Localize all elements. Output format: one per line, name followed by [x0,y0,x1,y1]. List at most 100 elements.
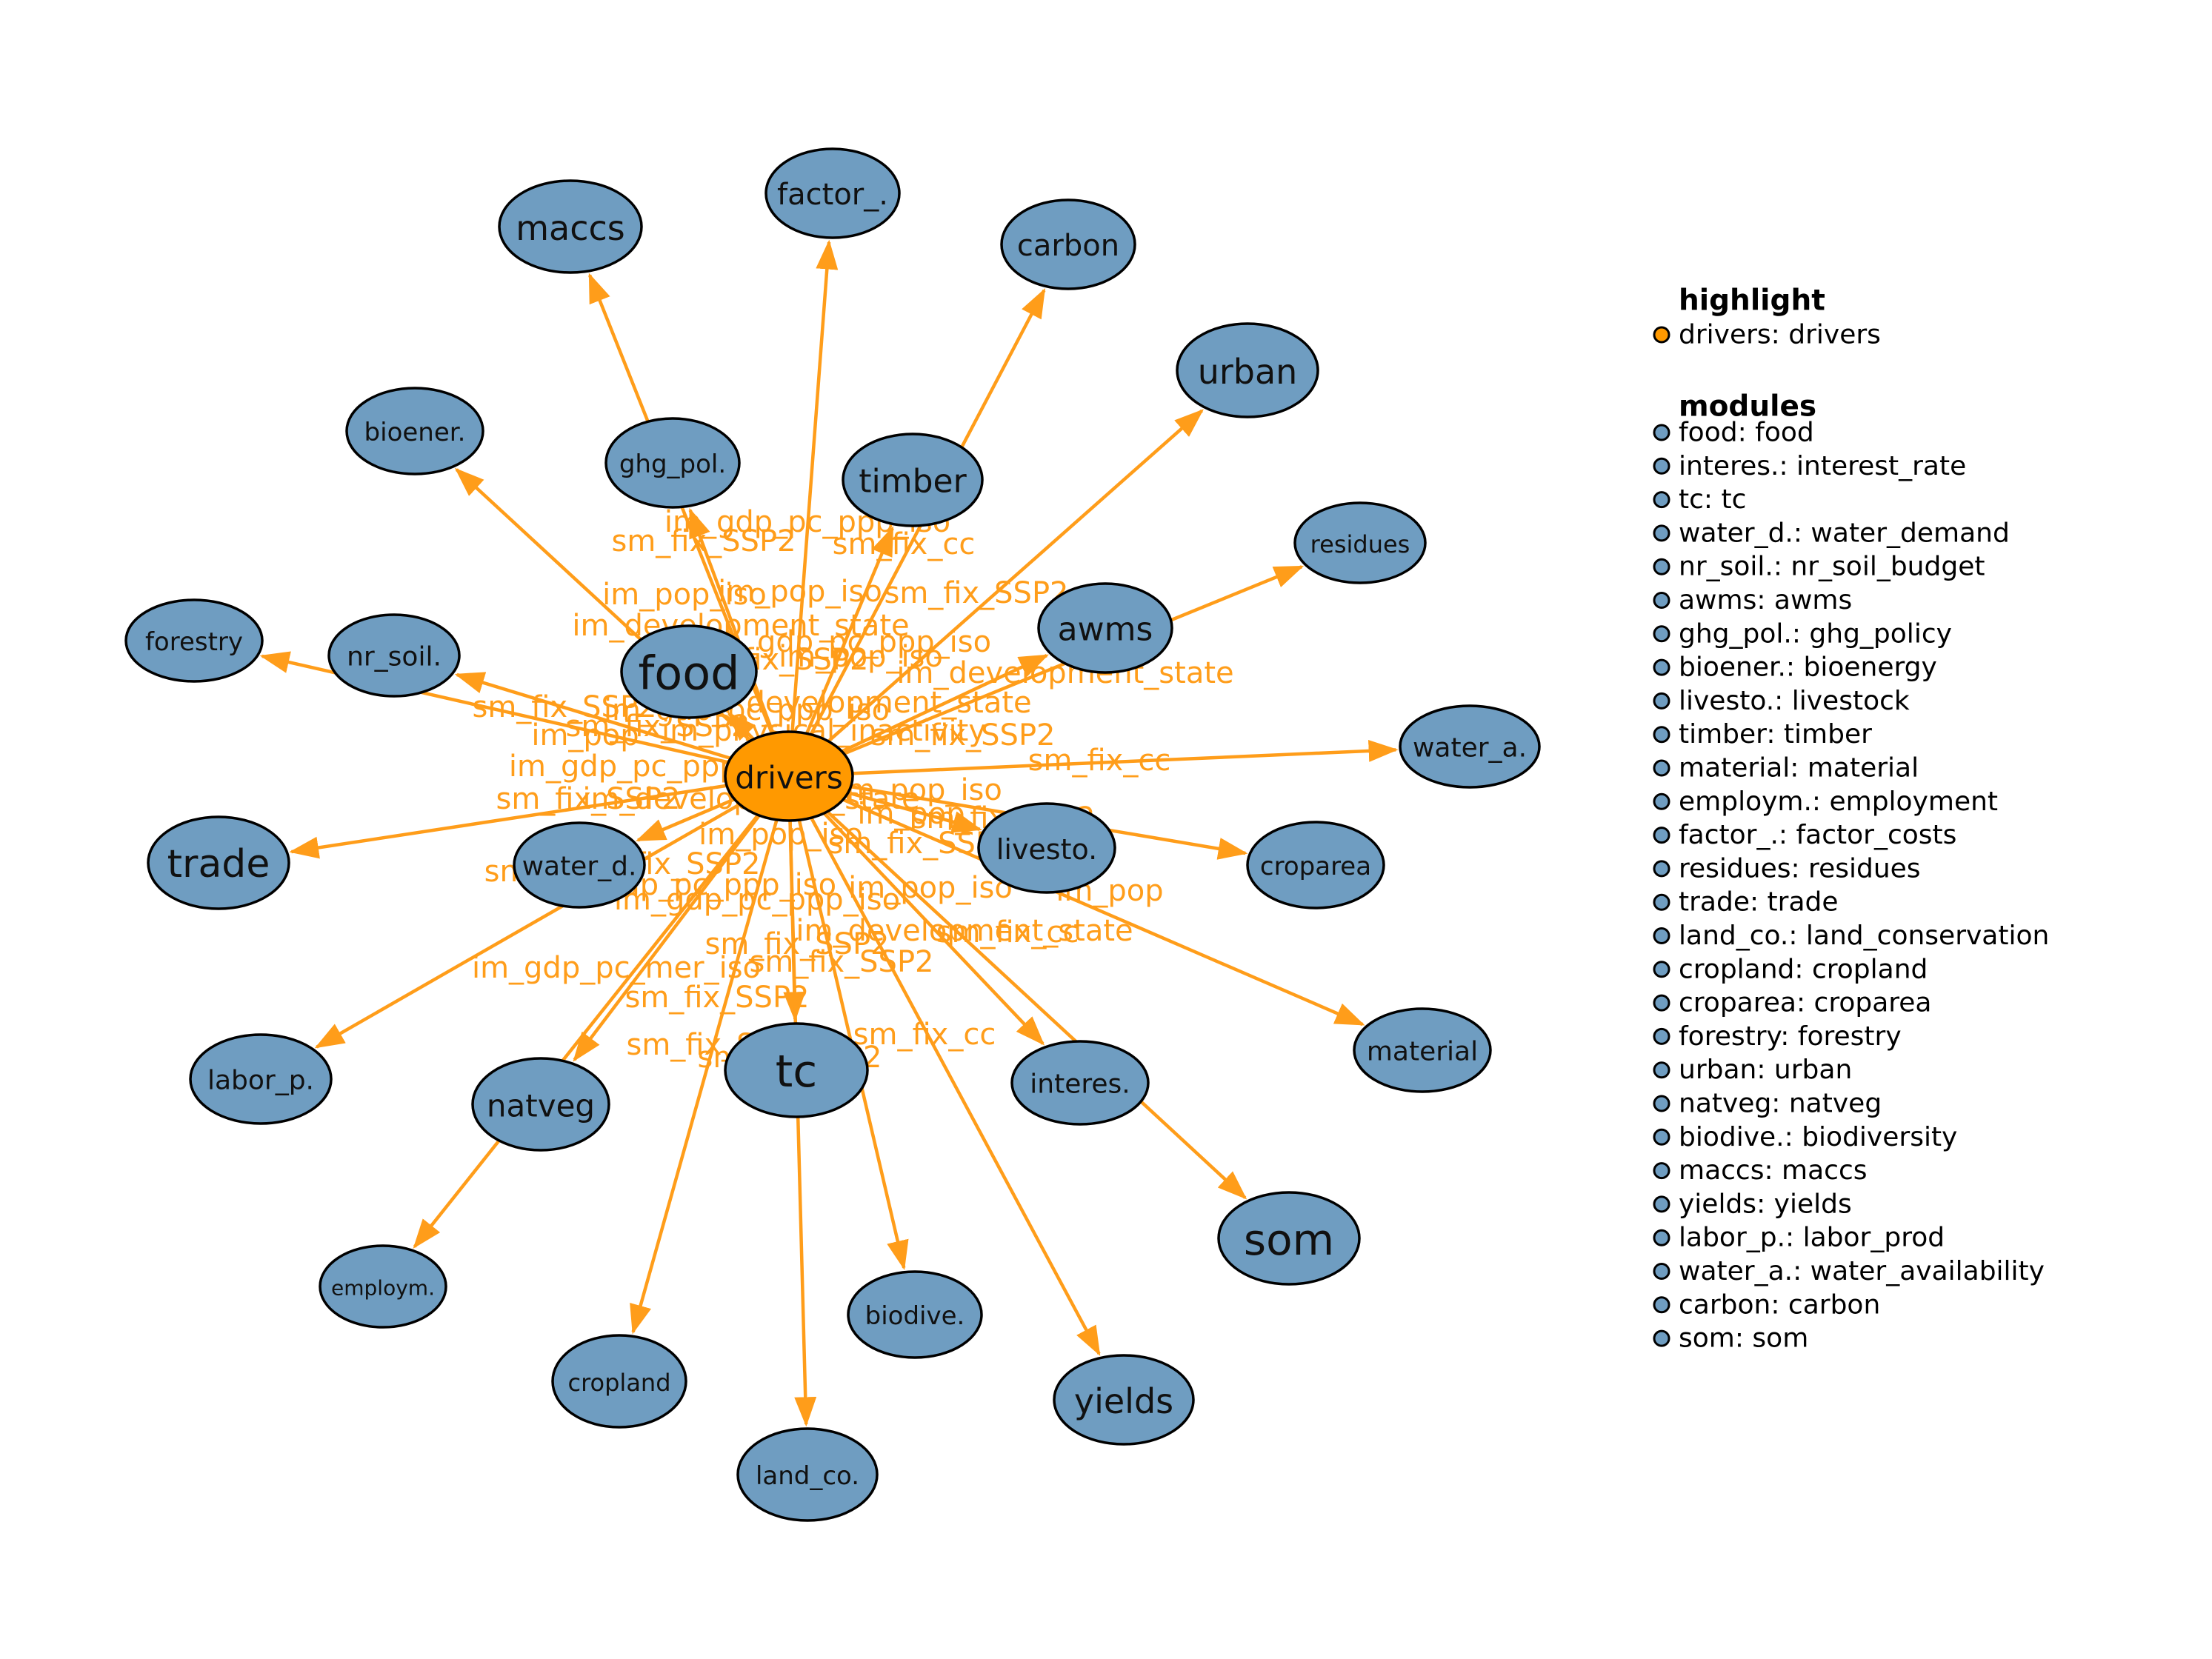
legend-item-marker-icon [1653,625,1670,643]
legend-item-label: employm.: employment [1679,787,1998,817]
module-node-shape [764,147,901,239]
legend-modules-title: modules [1679,390,1816,424]
edge-label: im_pop_iso [718,575,882,609]
edge-label: sm_fix_SSP2 [749,945,933,979]
module-node-shape [1293,501,1427,584]
module-node-shape [498,179,643,274]
node-label-tc: tc [776,1046,818,1098]
legend-item-label: land_co.: land_conservation [1679,921,2049,951]
legend-item-label: carbon: carbon [1679,1289,1880,1320]
legend-item-label: food: food [1679,418,1814,448]
module-node-shape [620,624,758,719]
module-node-shape [513,821,646,909]
legend-item-marker-icon [1653,759,1670,777]
legend-item-marker-icon [1653,860,1670,878]
legend-item-marker-icon [1653,524,1670,542]
node-interes: interes. [1010,1040,1150,1126]
node-trade: trade [147,815,290,910]
node-label-forestry: forestry [145,627,243,657]
legend-item-marker-icon [1653,424,1670,441]
legend-item-label: bioener.: bioenergy [1679,652,1937,683]
node-label-water_a: water_a. [1413,733,1527,764]
legend-item-label: maccs: maccs [1679,1155,1868,1186]
edge-label: sm_fix_cc [833,527,976,561]
module-node-shape [847,1270,983,1359]
node-label-carbon: carbon [1017,229,1119,263]
module-node-shape [1399,704,1541,789]
legend-item-marker-icon [1653,792,1670,810]
edge-drivers-to-yields [787,775,1101,1356]
node-label-nr_soil: nr_soil. [347,642,442,672]
node-timber: timber [842,433,984,527]
legend-item-marker-icon [1653,1296,1670,1314]
legend-item-label: water_a.: water_availability [1679,1256,2045,1286]
node-food: food [620,624,758,719]
module-node-shape [736,1427,879,1522]
node-ghg_pol: ghg_pol. [604,417,741,509]
node-label-timber: timber [859,463,967,501]
module-node-shape [1176,322,1319,418]
edge-drivers-to-material [788,774,1365,1027]
edge-label: im_gdp_pc_mer_iso [472,951,761,985]
module-node-shape [842,433,984,527]
legend-item-marker-icon [1653,457,1670,475]
edge-label: sm_fix_SSP2 [870,718,1055,752]
edge-label: im_development_state [572,609,909,643]
module-node-shape [1053,1354,1195,1446]
node-maccs: maccs [498,179,643,274]
edge-drivers-to-interes [787,775,1045,1046]
node-land_co: land_co. [736,1427,879,1522]
module-node-shape [189,1033,333,1125]
node-label-drivers: drivers [735,760,842,796]
node-nr_soil: nr_soil. [327,613,461,698]
edge-label: sm_fix_cc [853,1018,996,1052]
edge-label: sm_fix_SSP2 [611,524,796,558]
node-label-employm: employm. [331,1276,435,1301]
node-employm: employm. [319,1244,447,1329]
legend-item-marker-icon [1653,1027,1670,1045]
legend-item-marker-icon [1653,1263,1670,1280]
legend-item-label: som: som [1679,1323,1808,1354]
module-node-shape [604,417,741,509]
edge-drivers-to-water_a [788,739,1399,778]
edge-label: im_pop_iso [838,773,1002,807]
edge-label: im_pop [857,797,965,831]
edge-label: im_development_state [796,914,1133,948]
node-livesto: livesto. [977,802,1116,894]
node-label-awms: awms [1058,611,1153,649]
legend-item-marker-icon [1653,994,1670,1012]
module-node-shape [319,1244,447,1329]
edge-drivers-to-factor [787,239,839,777]
legend-item-marker-icon [1653,1128,1670,1146]
module-node-shape [724,1022,869,1118]
node-label-factor: factor_. [777,178,888,212]
node-label-biodive: biodive. [865,1301,965,1331]
legend-item-marker-icon [1653,927,1670,944]
module-node-shape [124,598,264,683]
node-label-urban: urban [1198,352,1298,392]
legend-item-marker-icon [1653,658,1670,676]
node-drivers: drivers [724,730,854,822]
node-label-land_co: land_co. [756,1461,859,1491]
legend-item-label: livesto.: livestock [1679,686,1910,716]
node-labor_p: labor_p. [189,1033,333,1125]
node-label-livesto: livesto. [996,833,1097,866]
edge-drivers-to-som [787,775,1247,1200]
legend-item-label: water_d.: water_demand [1679,518,2010,548]
legend-item-label: timber: timber [1679,719,1872,750]
legend-item-marker-icon [1653,726,1670,744]
legend-item-label: croparea: croparea [1679,988,1932,1018]
legend-item-label: yields: yields [1679,1189,1852,1219]
node-croparea: croparea [1246,821,1385,909]
legend-item-marker-icon [1653,491,1670,509]
module-node-shape [147,815,290,910]
edge-label: im_pop [531,718,639,752]
legend-item-label: nr_soil.: nr_soil_budget [1679,552,1985,582]
node-label-residues: residues [1310,530,1410,558]
legend-item-label: material: material [1679,753,1919,784]
module-node-shape [977,802,1116,894]
highlight-node-shape [724,730,854,822]
node-label-cropland: cropland [567,1369,670,1397]
legend-highlight-title: highlight [1679,284,1825,318]
node-label-maccs: maccs [516,208,625,248]
